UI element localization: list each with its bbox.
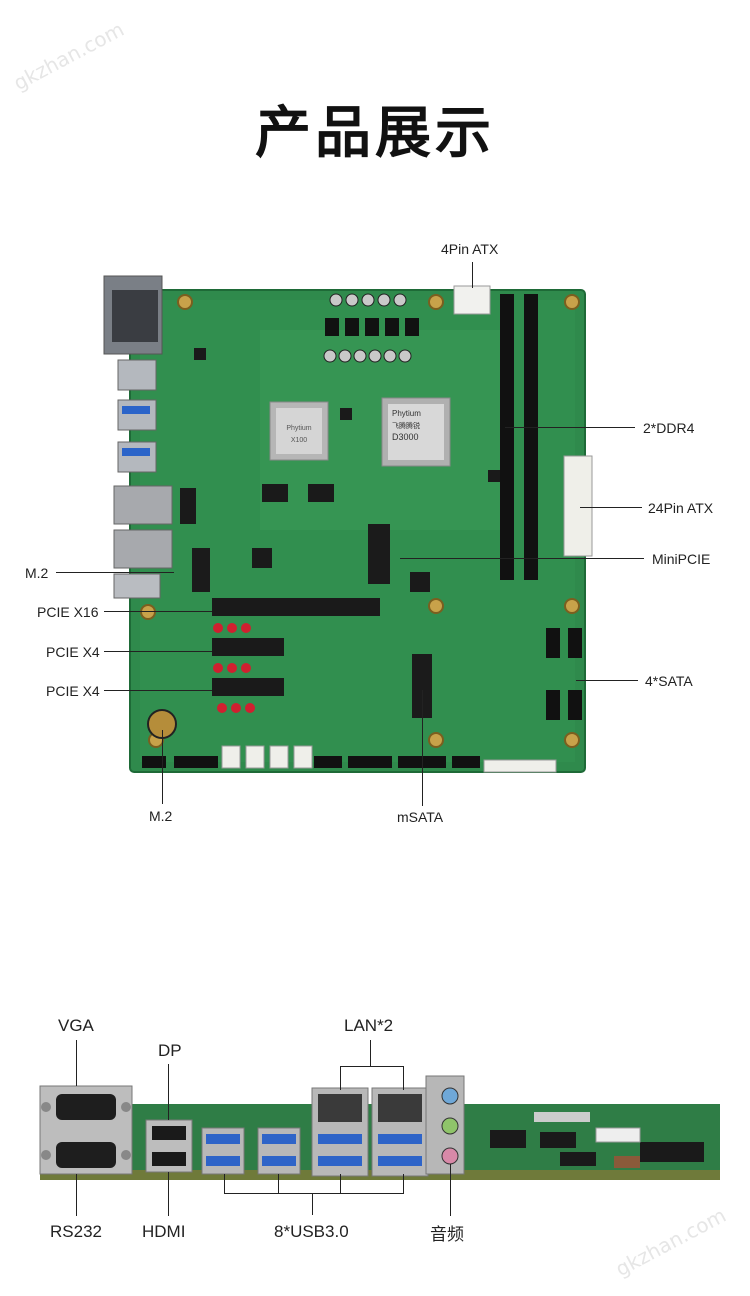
callout-m2-left: M.2 xyxy=(25,565,49,581)
callout-ddr4: 2*DDR4 xyxy=(643,420,695,436)
chip-model: X100 xyxy=(291,437,307,444)
callout-line xyxy=(312,1193,313,1215)
callout-line xyxy=(76,1174,77,1216)
callout-minipcie: MiniPCIE xyxy=(652,551,711,567)
callout-pcie-x16: PCIE X16 xyxy=(37,604,99,620)
callout-line xyxy=(168,1172,169,1216)
callout-line xyxy=(400,558,644,559)
callout-audio: 音频 xyxy=(430,1225,464,1245)
callout-line xyxy=(168,1064,169,1120)
callout-line xyxy=(422,690,423,806)
callout-hdmi: HDMI xyxy=(142,1222,186,1241)
callout-line xyxy=(104,651,212,652)
page-title: 产品展示 xyxy=(255,101,495,166)
callout-line xyxy=(340,1174,341,1194)
callout-rs232: RS232 xyxy=(50,1222,102,1241)
callout-dp: DP xyxy=(158,1041,182,1060)
callout-usb: 8*USB3.0 xyxy=(274,1222,349,1241)
callout-line xyxy=(403,1066,404,1090)
callout-line xyxy=(104,611,212,612)
callout-line xyxy=(340,1066,341,1090)
callout-4pin-atx: 4Pin ATX xyxy=(441,241,499,257)
callout-line xyxy=(340,1066,404,1067)
callout-line xyxy=(580,507,642,508)
chip-subtitle: 飞腾腾锐 xyxy=(392,421,420,430)
callout-lan: LAN*2 xyxy=(344,1016,394,1035)
callout-sata: 4*SATA xyxy=(645,673,693,689)
callout-line xyxy=(104,690,212,691)
callout-line xyxy=(472,262,473,288)
callout-vga: VGA xyxy=(58,1016,94,1035)
callout-line xyxy=(76,1040,77,1086)
callout-line xyxy=(162,730,163,804)
callout-pcie-x4: PCIE X4 xyxy=(46,683,100,699)
callout-line xyxy=(224,1193,404,1194)
callout-line xyxy=(224,1174,225,1194)
callout-line xyxy=(505,427,635,428)
callout-line xyxy=(278,1174,279,1194)
chip-model: D3000 xyxy=(392,432,419,442)
callout-line xyxy=(576,680,638,681)
callout-pcie-x4: PCIE X4 xyxy=(46,644,100,660)
callout-line xyxy=(370,1040,371,1066)
callout-24pin-atx: 24Pin ATX xyxy=(648,500,714,516)
chip-brand: Phytium xyxy=(286,425,311,432)
chip-brand: Phytium xyxy=(392,409,421,418)
callout-line xyxy=(56,572,174,573)
callout-line xyxy=(403,1174,404,1194)
callout-line xyxy=(450,1164,451,1216)
callout-m2-bottom: M.2 xyxy=(149,808,173,824)
callout-msata: mSATA xyxy=(397,809,444,825)
